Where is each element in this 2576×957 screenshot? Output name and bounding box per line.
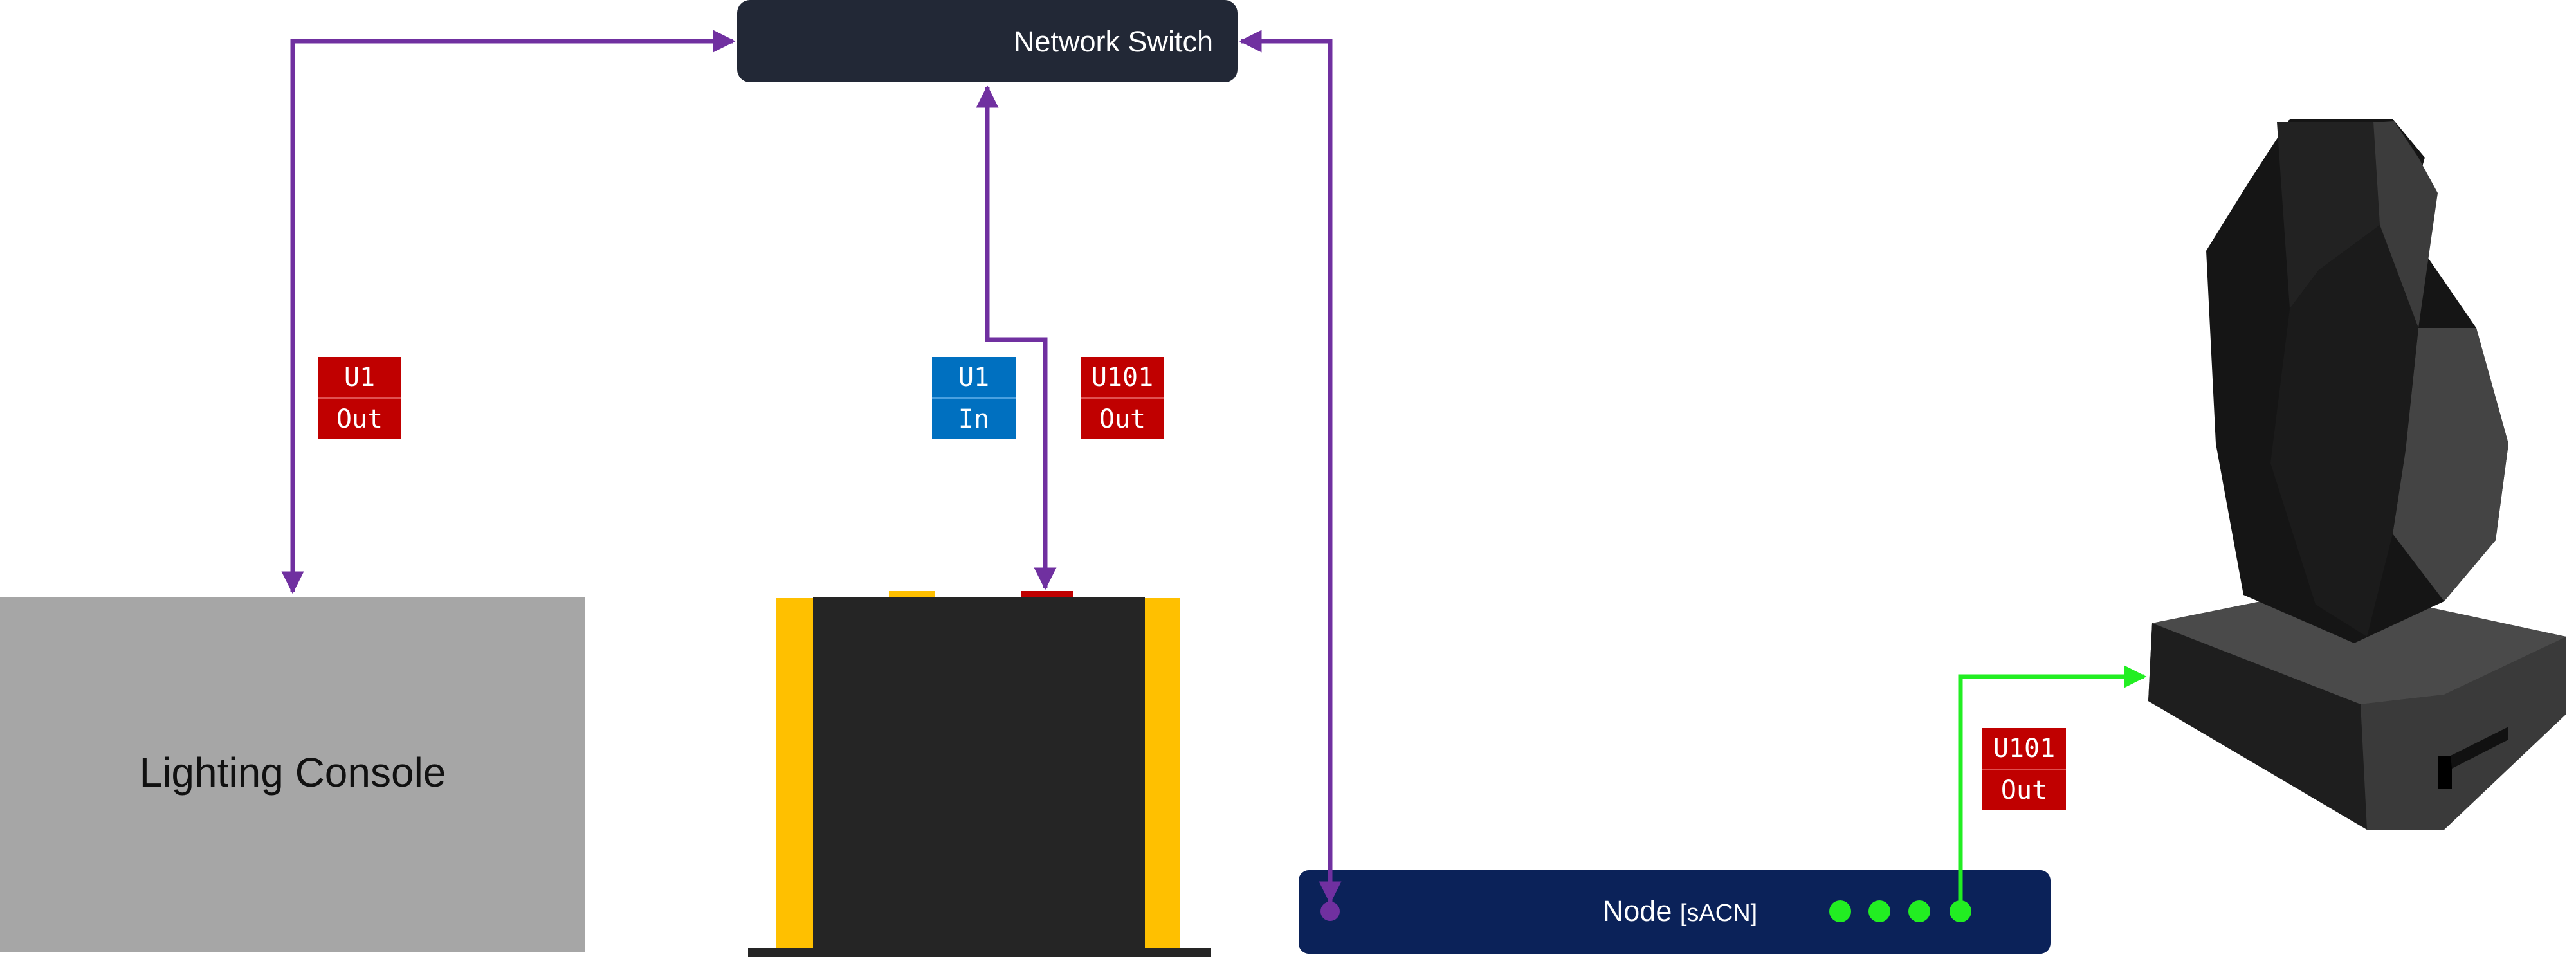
universe-tag-line1: U1 — [958, 363, 989, 392]
node-switch-link — [1239, 30, 1342, 904]
console-switch-link — [281, 30, 736, 594]
network-port-dot — [1320, 902, 1340, 921]
sacn-node-label: Node [sACN] — [1603, 895, 1757, 927]
universe-tag-console-out: U1 Out — [318, 357, 401, 439]
network-switch-label: Network Switch — [1014, 25, 1213, 58]
universe-tag-line2: Out — [336, 405, 383, 434]
network-switch: Network Switch — [737, 0, 1238, 82]
universe-tag-line2: Out — [1099, 405, 1146, 434]
universe-tag-node-out: U101 Out — [1982, 728, 2066, 810]
universe-tag-line2: Out — [2001, 776, 2047, 805]
status-led-icon — [1868, 900, 1890, 922]
moving-head-fixture-icon — [2148, 119, 2566, 830]
universe-tag-line1: U101 — [1993, 734, 2055, 763]
sacn-node: Node [sACN] — [1299, 870, 2051, 954]
dmx-processor-icon — [748, 591, 1211, 957]
processor-switch-link — [976, 85, 1057, 590]
node-fixture-dmx-link — [1958, 665, 2147, 910]
universe-tag-line2: In — [958, 405, 989, 434]
lighting-console: Lighting Console — [0, 597, 585, 952]
status-led-icon — [1829, 900, 1851, 922]
network-links — [281, 30, 1342, 904]
status-led-icon — [1908, 900, 1930, 922]
universe-tag-line1: U101 — [1092, 363, 1153, 392]
lighting-console-label: Lighting Console — [140, 749, 446, 796]
status-led-icon — [1950, 900, 1971, 922]
universe-tag-processor-out: U101 Out — [1081, 357, 1164, 439]
universe-tag-processor-in: U1 In — [932, 357, 1016, 439]
universe-tag-line1: U1 — [344, 363, 375, 392]
